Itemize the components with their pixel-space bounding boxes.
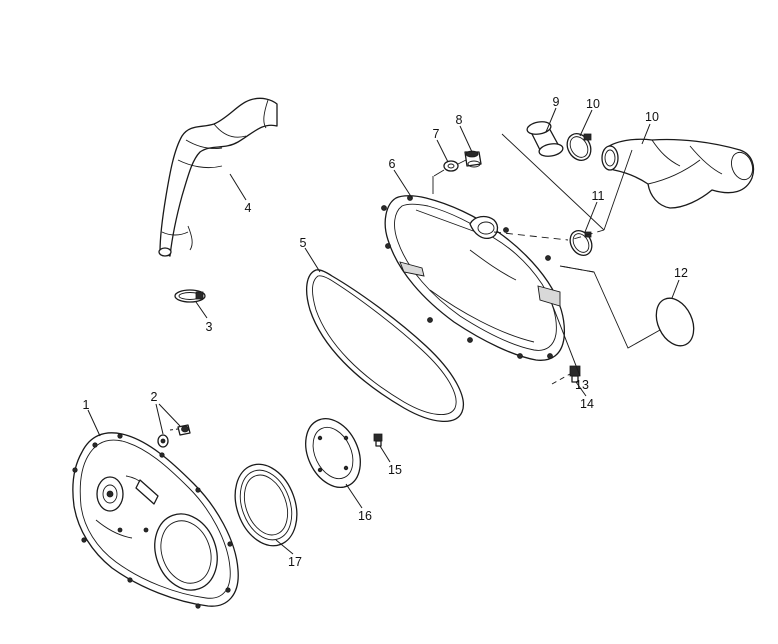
part-11-intake-boot (601, 138, 755, 209)
part-1-outer-clutch-cover (72, 432, 239, 609)
callout-7: 7 (433, 127, 440, 141)
callout-15: 15 (388, 463, 402, 477)
callout-13: 13 (575, 378, 589, 392)
part-15-bolt (373, 433, 383, 447)
callout-1: 1 (83, 398, 90, 412)
part-17-seal-ring (234, 463, 298, 547)
callout-10-lower: 11 (592, 189, 605, 203)
callout-6: 6 (389, 157, 396, 171)
callout-17: 17 (288, 555, 302, 569)
part-2-washer-bolt (157, 424, 191, 448)
callout-16: 16 (358, 509, 372, 523)
assembly-lines (169, 133, 661, 431)
callout-14: 14 (580, 397, 594, 411)
part-10-clamp-lower (569, 230, 593, 256)
part-3-hose-clamp (174, 289, 206, 303)
part-6-inner-clutch-cover (381, 195, 566, 361)
callout-4: 4 (245, 201, 252, 215)
callout-9: 9 (553, 95, 560, 109)
callout-3: 3 (206, 320, 213, 334)
part-8-fitting (464, 150, 482, 168)
part-4-intake-duct (158, 97, 278, 257)
callout-labels: 1 2 3 4 5 6 7 8 9 10 10 11 12 13 14 15 1… (83, 95, 688, 569)
part-16-plate (305, 418, 361, 488)
leader-lines (87, 107, 680, 555)
part-9-duct-coupler (526, 121, 564, 157)
callout-5: 5 (300, 236, 307, 250)
callout-10-upper: 10 (586, 97, 600, 111)
part-12-seal (655, 297, 695, 347)
callout-2: 2 (151, 390, 158, 404)
callout-8: 8 (456, 113, 463, 127)
callout-11: 10 (645, 110, 659, 124)
callout-12: 12 (674, 266, 688, 280)
part-7-washer (443, 160, 459, 172)
part-5-drive-belt (305, 269, 464, 423)
part-10-clamp-upper (566, 133, 592, 161)
